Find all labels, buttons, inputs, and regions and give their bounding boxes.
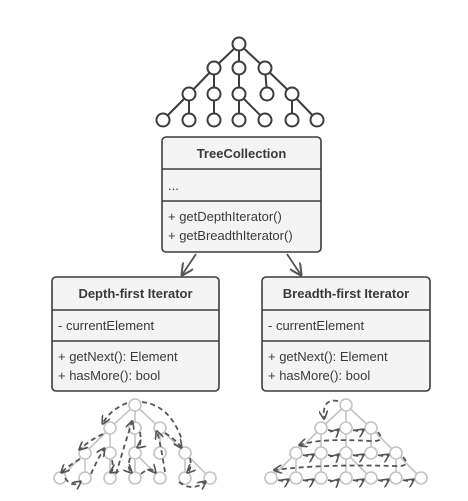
breadth-first-path xyxy=(275,399,413,481)
arrow-to-depth-iterator xyxy=(182,253,197,275)
method-has-more: + hasMore(): bool xyxy=(58,368,160,383)
class-name: Breadth-first Iterator xyxy=(283,286,409,301)
method-has-more: + hasMore(): bool xyxy=(268,368,370,383)
tree-node xyxy=(181,112,197,128)
breadth-first-iterator-class: Breadth-first Iterator - currentElement … xyxy=(261,276,431,392)
class-name: TreeCollection xyxy=(197,146,287,161)
tree-illustration xyxy=(155,36,325,128)
tree-node xyxy=(257,60,273,76)
class-name: Depth-first Iterator xyxy=(78,286,192,301)
field-current-element: - currentElement xyxy=(58,318,154,333)
depth-first-traversal-illustration xyxy=(53,398,217,487)
tree-node xyxy=(206,60,222,76)
tree-node xyxy=(231,60,247,76)
method-get-depth-iterator: + getDepthIterator() xyxy=(168,209,282,224)
tree-node xyxy=(231,36,247,52)
tree-node xyxy=(231,86,247,102)
tree-node xyxy=(155,112,171,128)
tree-node xyxy=(181,86,197,102)
depth-first-iterator-class: Depth-first Iterator - currentElement + … xyxy=(51,276,220,392)
tree-node xyxy=(231,112,247,128)
tree-node xyxy=(206,86,222,102)
method-get-next: + getNext(): Element xyxy=(58,349,178,364)
tree-node xyxy=(284,112,300,128)
method-get-next: + getNext(): Element xyxy=(268,349,388,364)
tree-node xyxy=(284,86,300,102)
breadth-first-traversal-illustration xyxy=(264,398,428,484)
tree-node xyxy=(259,86,275,102)
tree-node xyxy=(206,112,222,128)
arrow-to-breadth-iterator xyxy=(286,253,301,275)
tree-node xyxy=(257,112,273,128)
method-get-breadth-iterator: + getBreadthIterator() xyxy=(168,228,293,243)
tree-node xyxy=(309,112,325,128)
field-current-element: - currentElement xyxy=(268,318,364,333)
relationship-arrows xyxy=(182,253,301,275)
class-fields: ... xyxy=(168,178,179,193)
tree-collection-class: TreeCollection ... + getDepthIterator() … xyxy=(161,136,322,253)
depth-first-path xyxy=(62,401,205,487)
